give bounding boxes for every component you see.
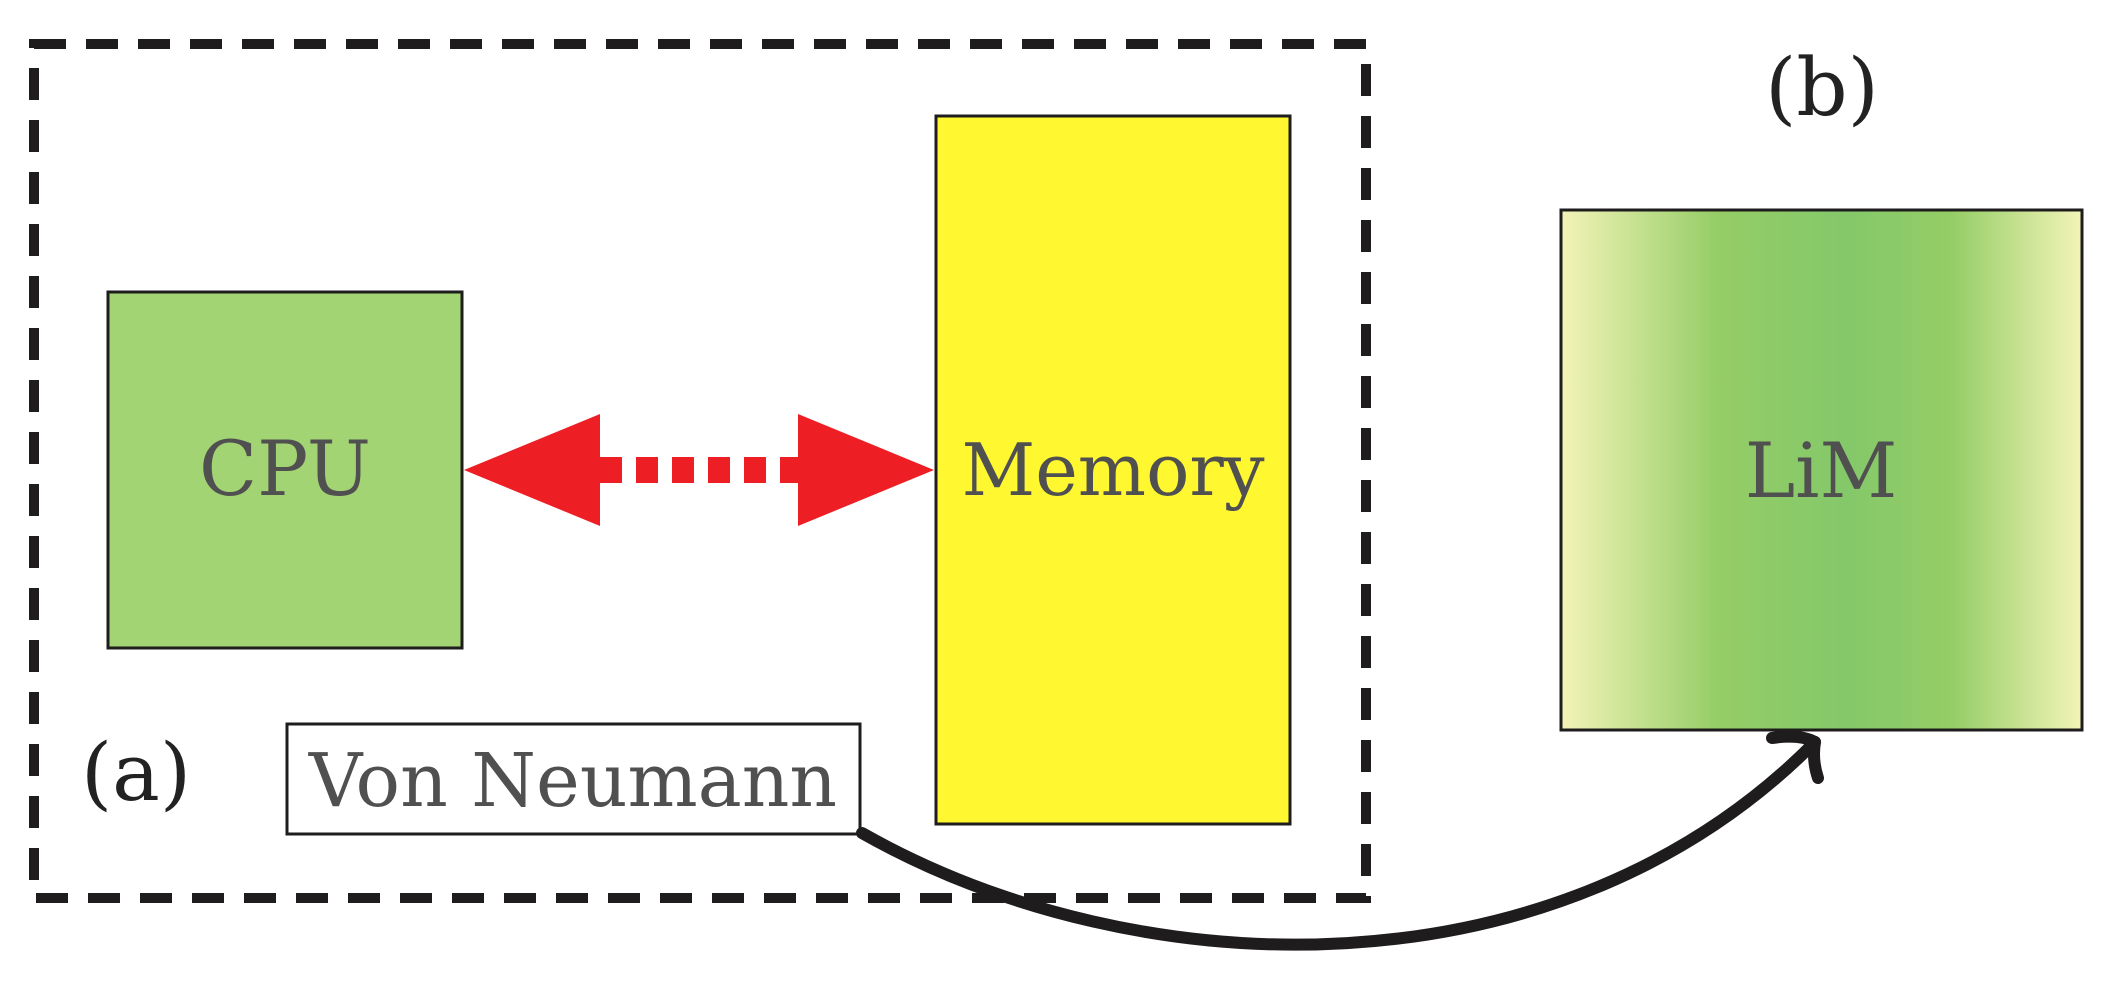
memory-bus-arrow	[464, 414, 934, 526]
panel-b-label: (b)	[1765, 41, 1879, 134]
memory-label: Memory	[961, 428, 1264, 512]
cpu-label: CPU	[199, 424, 371, 513]
lim-label: LiM	[1745, 426, 1898, 515]
von-neumann-label: Von Neumann	[308, 738, 837, 824]
connector-arrow-head	[1766, 730, 1824, 784]
cpu-box	[106, 290, 464, 650]
evolution-arrow	[856, 730, 1824, 951]
panel-a-label: (a)	[81, 726, 191, 819]
von-neumann-label-box	[285, 722, 862, 836]
arrow-head-right	[798, 414, 934, 526]
curved-connector-path	[856, 736, 1821, 951]
memory-box	[934, 114, 1292, 826]
arrow-head-left	[464, 414, 600, 526]
lim-box	[1559, 208, 2084, 732]
